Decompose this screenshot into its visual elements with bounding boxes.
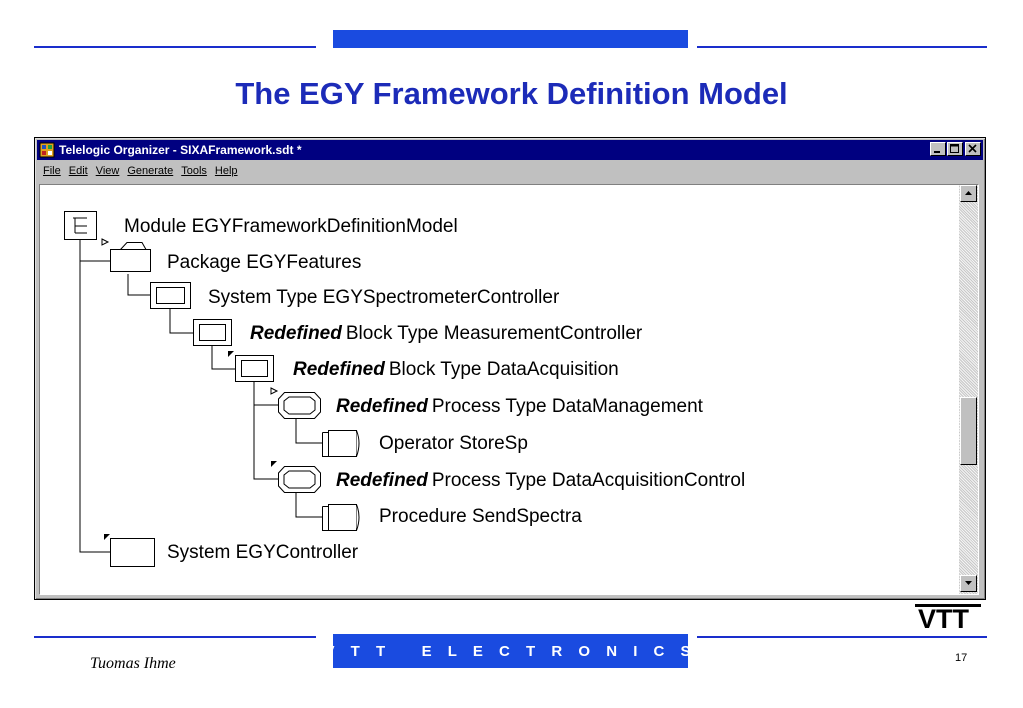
system-type-icon[interactable] <box>150 282 191 309</box>
menu-tools[interactable]: Tools <box>181 165 207 177</box>
tree-node-label: Module EGYFrameworkDefinitionModel <box>124 216 458 237</box>
tree-node-keyword: Redefined <box>250 323 342 344</box>
scroll-up-button[interactable] <box>960 185 977 202</box>
connector-block2-process1 <box>253 381 278 406</box>
maximize-button[interactable] <box>947 142 963 156</box>
tree-node-module[interactable]: Module EGYFrameworkDefinitionModel <box>124 216 458 238</box>
menu-generate[interactable]: Generate <box>127 165 173 177</box>
top-line-right <box>697 46 987 48</box>
menu-bar: File Edit View Generate Tools Help <box>37 162 983 180</box>
menu-generate-label: Generate <box>127 165 174 177</box>
scroll-thumb[interactable] <box>960 397 977 465</box>
tree-node-label: Block Type DataAcquisition <box>388 359 619 380</box>
connector-systemtype-block1 <box>169 309 195 334</box>
tree-node-label: Package EGYFeatures <box>167 252 362 273</box>
connector-process2-procedure <box>295 493 322 518</box>
scroll-down-button[interactable] <box>960 575 977 592</box>
menu-tools-label: Tools <box>181 165 207 177</box>
connector-block1-block2 <box>211 345 235 370</box>
operator-icon[interactable] <box>322 430 360 457</box>
footer-band: V T T E L E C T R O N I C S <box>324 634 691 668</box>
footer-text: V T T E L E C T R O N I C S <box>324 642 697 660</box>
module-icon[interactable] <box>64 211 97 240</box>
organizer-window: Telelogic Organizer - SIXAFramework.sdt … <box>34 137 986 600</box>
connector-package-systemtype <box>127 274 150 296</box>
connector-block2-process2 <box>253 381 278 480</box>
tree-diagram <box>64 211 360 567</box>
menu-view[interactable]: View <box>96 165 120 177</box>
process-type-icon[interactable] <box>271 461 321 493</box>
connector-module-system <box>79 240 140 553</box>
process-type-icon[interactable] <box>270 387 321 419</box>
tree-node-keyword: Redefined <box>336 470 428 491</box>
minimize-icon <box>934 151 940 153</box>
connector-process1-operator <box>295 419 322 444</box>
bottom-line-right <box>697 636 987 638</box>
vtt-logo: VTT <box>915 604 981 630</box>
top-bar-center <box>333 30 688 48</box>
window-controls <box>929 142 981 156</box>
top-line-left <box>34 46 316 48</box>
menu-edit[interactable]: Edit <box>69 165 88 177</box>
tree-node-label: Process Type DataManagement <box>431 396 703 417</box>
package-icon[interactable] <box>101 238 151 272</box>
slide-title: The EGY Framework Definition Model <box>235 76 788 111</box>
window-titlebar[interactable]: Telelogic Organizer - SIXAFramework.sdt … <box>37 140 983 160</box>
maximize-icon <box>950 144 959 153</box>
tree-node-label: System EGYController <box>167 542 359 563</box>
block-type-icon[interactable] <box>228 351 274 382</box>
tree-node-procedure[interactable]: Procedure SendSpectra <box>379 506 582 528</box>
close-icon <box>968 144 977 153</box>
window-title: Telelogic Organizer - SIXAFramework.sdt … <box>59 143 302 157</box>
menu-view-label: View <box>95 165 120 177</box>
menu-help-label: Help <box>214 165 238 177</box>
tree-node-operator[interactable]: Operator StoreSp <box>379 433 528 455</box>
arrow-down-icon <box>965 581 972 585</box>
tree-node-label: System Type EGYSpectrometerController <box>208 287 560 308</box>
menu-file[interactable]: File <box>43 165 61 177</box>
menu-file-label: File <box>43 165 61 177</box>
organizer-tree-view[interactable]: Module EGYFrameworkDefinitionModel Packa… <box>39 184 979 595</box>
menu-edit-label: Edit <box>68 165 88 177</box>
menu-help[interactable]: Help <box>215 165 238 177</box>
vertical-scrollbar[interactable] <box>959 185 978 594</box>
tree-node-label: Block Type MeasurementController <box>345 323 643 344</box>
telelogic-app-icon[interactable] <box>39 142 55 158</box>
tree-node-system-type[interactable]: System Type EGYSpectrometerController <box>208 287 559 309</box>
bottom-line-left <box>34 636 316 638</box>
author-name: Tuomas Ihme <box>90 655 176 672</box>
tree-node-keyword: Redefined <box>336 396 428 417</box>
tree-node-system[interactable]: System EGYController <box>167 542 358 564</box>
tree-node-package[interactable]: Package EGYFeatures <box>167 252 361 274</box>
system-icon[interactable] <box>104 534 155 567</box>
minimize-button[interactable] <box>930 142 946 156</box>
tree-node-label: Operator StoreSp <box>379 433 528 454</box>
block-type-icon[interactable] <box>193 319 232 346</box>
close-button[interactable] <box>965 142 981 156</box>
page-number: 17 <box>955 652 968 664</box>
tree-node-keyword: Redefined <box>293 359 385 380</box>
procedure-icon[interactable] <box>322 504 360 531</box>
arrow-up-icon <box>965 191 972 195</box>
vtt-logo-text: VTT <box>918 604 970 630</box>
tree-node-label: Process Type DataAcquisitionControl <box>431 470 746 491</box>
tree-node-label: Procedure SendSpectra <box>379 506 582 527</box>
